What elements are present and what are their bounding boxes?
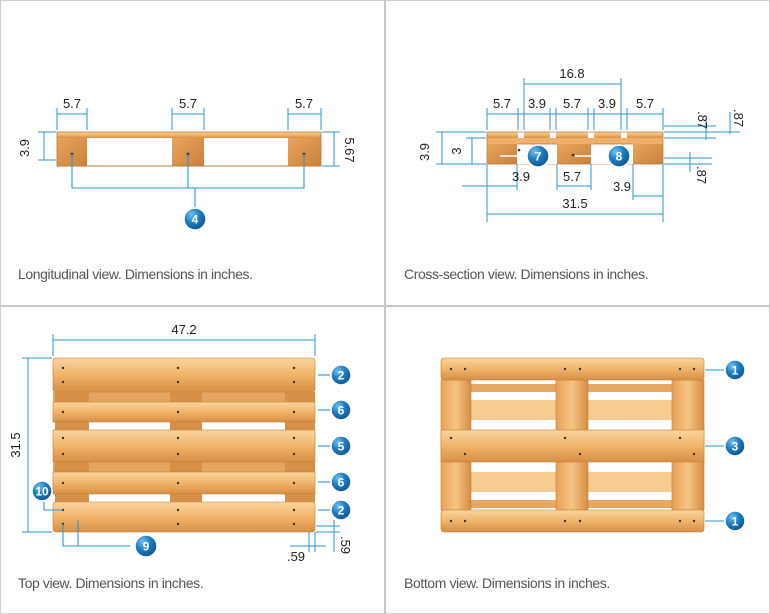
- dim-block-height: 3.9: [17, 139, 32, 157]
- dim-d1: 5.7: [493, 96, 511, 111]
- callout-3: 3: [724, 435, 746, 457]
- callout-6-bottom: 6: [330, 471, 352, 493]
- svg-text:10: 10: [35, 485, 49, 499]
- callout-6-top: 6: [330, 399, 352, 421]
- callout-1-top: 1: [724, 359, 746, 381]
- dim-width: 31.5: [562, 196, 587, 211]
- svg-text:3: 3: [732, 440, 739, 454]
- dim-left-h: 3.9: [417, 143, 432, 161]
- callout-9: 9: [134, 534, 158, 558]
- svg-text:4: 4: [192, 213, 199, 227]
- caption-longitudinal: Longitudinal view. Dimensions in inches.: [18, 266, 253, 282]
- dim-edge-v: .59: [338, 536, 353, 554]
- dim-d5: 5.7: [636, 96, 654, 111]
- dim-t3: .87: [694, 166, 709, 184]
- callout-4-longitudinal: 4: [183, 207, 207, 231]
- cross-section-dimensions: 16.8 5.7 3.9 5.7 3.9 5.7 .87 .87 .87 3.: [417, 66, 746, 222]
- svg-text:1: 1: [732, 364, 739, 378]
- dim-d4: 3.9: [598, 96, 616, 111]
- dim-mid-block: 5.7: [179, 96, 197, 111]
- caption-bottom-view: Bottom view. Dimensions in inches.: [404, 575, 610, 591]
- callout-5-center: 5: [330, 435, 352, 457]
- dim-total-height: 5.67: [342, 137, 357, 162]
- caption-cross-section: Cross-section view. Dimensions in inches…: [404, 266, 649, 282]
- dim-length: 47.2: [171, 322, 196, 337]
- callout-10: 10: [31, 480, 53, 502]
- dim-t2: .87: [731, 109, 746, 127]
- callout-2-bottom: 2: [330, 499, 352, 521]
- dim-d2: 3.9: [528, 96, 546, 111]
- dim-b3: 3.9: [613, 179, 631, 194]
- svg-text:2: 2: [338, 369, 345, 383]
- dim-d3: 5.7: [563, 96, 581, 111]
- svg-text:7: 7: [535, 150, 542, 164]
- longitudinal-dimensions: 5.7 5.7 5.7 3.9 5.67: [17, 96, 357, 208]
- caption-top-view: Top view. Dimensions in inches.: [18, 575, 204, 591]
- longitudinal-drawing: [56, 131, 322, 167]
- dim-b2: 5.7: [563, 169, 581, 184]
- svg-text:5: 5: [338, 440, 345, 454]
- dim-inner-h: 3: [449, 147, 464, 154]
- cross-section-drawing: [486, 131, 664, 165]
- dim-top-width: 31.5: [8, 432, 23, 457]
- dim-edge-h: .59: [287, 549, 305, 564]
- dim-t1: .87: [695, 111, 710, 129]
- top-view-dimensions: 47.2 31.5 .59 .59: [8, 322, 353, 564]
- top-view-drawing: [52, 357, 316, 533]
- svg-text:8: 8: [616, 150, 623, 164]
- bottom-view-drawing: [440, 357, 724, 533]
- dim-right-block: 5.7: [295, 96, 313, 111]
- dim-b1: 3.9: [512, 169, 530, 184]
- callout-1-bottom: 1: [724, 510, 746, 532]
- dim-left-block: 5.7: [63, 96, 81, 111]
- svg-text:9: 9: [143, 540, 150, 554]
- svg-text:6: 6: [338, 404, 345, 418]
- callout-2-top: 2: [330, 364, 352, 386]
- svg-text:6: 6: [338, 476, 345, 490]
- svg-text:1: 1: [732, 515, 739, 529]
- dim-top-span: 16.8: [559, 66, 584, 81]
- callout-7: 7: [526, 144, 550, 168]
- svg-text:2: 2: [338, 504, 345, 518]
- callout-8: 8: [607, 144, 631, 168]
